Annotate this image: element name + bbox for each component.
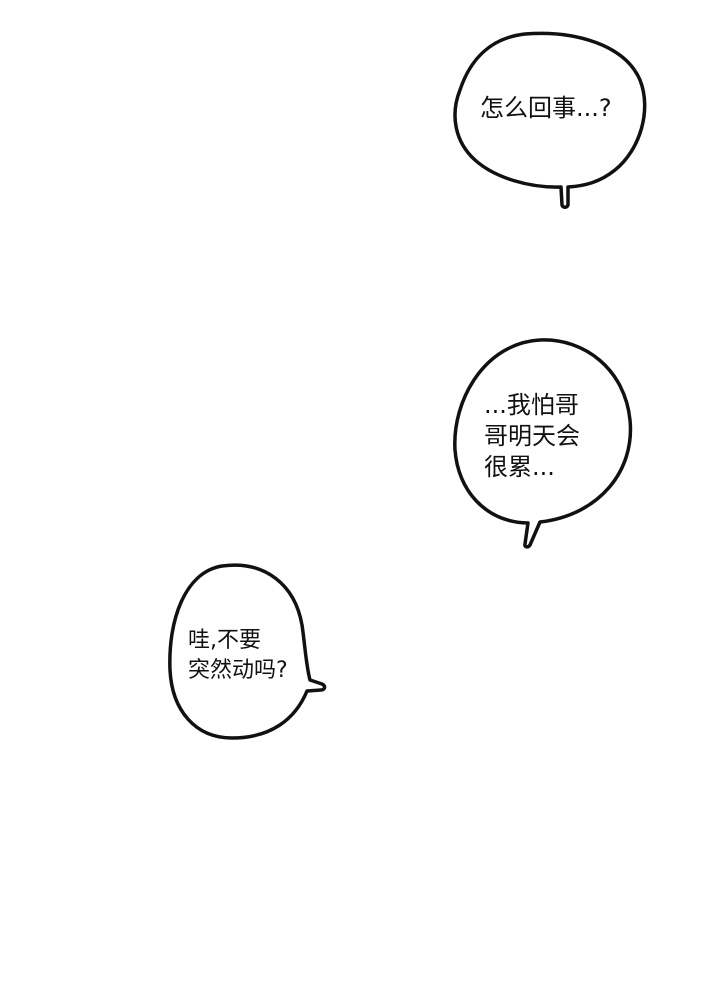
bubble-3-line-2: 突然动吗? — [188, 658, 288, 683]
speech-bubble-2-text: ...我怕哥 哥明天会 很累... — [484, 390, 580, 483]
bubble-2-line-2: 哥明天会 — [484, 422, 580, 450]
bubble-2-line-3: 很累... — [484, 453, 555, 481]
bubble-1-line-1: 怎么回事...? — [480, 94, 612, 122]
bubble-3-line-1: 哇,不要 — [188, 628, 261, 653]
speech-bubble-1-text: 怎么回事...? — [480, 93, 612, 124]
speech-bubble-3-text: 哇,不要 突然动吗? — [188, 626, 288, 686]
speech-bubble-3-outline — [168, 563, 327, 740]
speech-bubble-1-outline — [453, 31, 647, 209]
bubble-2-line-1: ...我怕哥 — [484, 391, 579, 419]
speech-bubble-2-outline — [453, 338, 633, 549]
